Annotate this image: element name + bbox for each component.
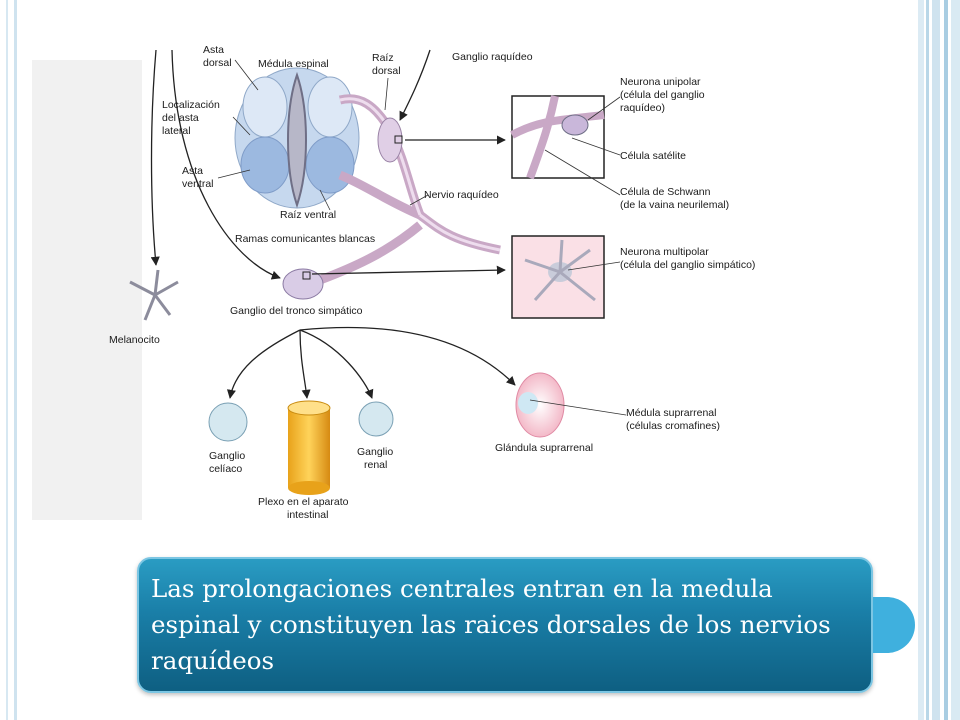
adrenal-gland bbox=[515, 372, 565, 438]
celiac-ganglion bbox=[208, 402, 248, 442]
multipolar-neuron-inset bbox=[511, 235, 605, 319]
label-localizacion-2: del asta bbox=[162, 112, 199, 124]
leader-lines bbox=[217, 59, 627, 416]
spinal-cord bbox=[234, 67, 360, 209]
melanocyte-cell bbox=[129, 269, 179, 321]
unipolar-neuron-inset bbox=[510, 95, 605, 180]
label-asta-ventral-2: ventral bbox=[182, 178, 214, 190]
label-asta-dorsal-2: dorsal bbox=[203, 57, 232, 69]
label-celula-schwann-1: Célula de Schwann bbox=[620, 186, 711, 198]
accent-tab bbox=[873, 597, 915, 653]
label-ganglio-renal-1: Ganglio bbox=[357, 446, 393, 458]
caption-box: Las prolongaciones centrales entran en l… bbox=[137, 557, 873, 693]
label-ramas-comunicantes: Ramas comunicantes blancas bbox=[235, 233, 375, 245]
label-plexo-1: Plexo en el aparato bbox=[258, 496, 349, 508]
intestinal-plexus bbox=[287, 400, 331, 495]
label-ganglio-raquideo: Ganglio raquídeo bbox=[452, 51, 533, 63]
left-frame-border bbox=[0, 0, 17, 720]
label-medula-suprarrenal-1: Médula suprarrenal bbox=[626, 407, 716, 419]
pathway-arrows bbox=[150, 49, 516, 399]
label-neurona-unipolar-2: (célula del ganglio bbox=[620, 89, 705, 101]
label-medula-suprarrenal-2: (células cromafines) bbox=[626, 420, 720, 432]
sympathetic-ganglion bbox=[282, 268, 324, 300]
renal-ganglion bbox=[358, 401, 394, 437]
nervous-system-diagram: Asta dorsal Médula espinal Raíz dorsal G… bbox=[32, 44, 755, 521]
label-asta-dorsal-1: Asta bbox=[203, 44, 224, 56]
label-celula-schwann-2: (de la vaina neurilemal) bbox=[620, 199, 729, 211]
label-localizacion-3: lateral bbox=[162, 125, 191, 137]
label-glandula-suprarrenal: Glándula suprarrenal bbox=[495, 442, 593, 454]
label-asta-ventral-1: Asta bbox=[182, 165, 203, 177]
label-raiz-ventral: Raíz ventral bbox=[280, 209, 336, 221]
label-neurona-unipolar-3: raquídeo) bbox=[620, 102, 665, 114]
label-raiz-dorsal-2: dorsal bbox=[372, 65, 401, 77]
label-localizacion-1: Localización bbox=[162, 99, 220, 111]
dorsal-root-ganglion bbox=[377, 117, 403, 163]
caption-text: Las prolongaciones centrales entran en l… bbox=[151, 574, 831, 675]
label-neurona-multipolar-1: Neurona multipolar bbox=[620, 246, 709, 258]
label-plexo-2: intestinal bbox=[287, 509, 328, 521]
label-ganglio-celiaco-1: Ganglio bbox=[209, 450, 245, 462]
label-ganglio-celiaco-2: celíaco bbox=[209, 463, 242, 475]
label-celula-satelite: Célula satélite bbox=[620, 150, 686, 162]
label-ganglio-renal-2: renal bbox=[364, 459, 387, 471]
label-ganglio-tronco: Ganglio del tronco simpático bbox=[230, 305, 363, 317]
label-medula-espinal: Médula espinal bbox=[258, 58, 329, 70]
page-shadow bbox=[32, 60, 142, 520]
label-neurona-unipolar-1: Neurona unipolar bbox=[620, 76, 701, 88]
right-frame-border bbox=[918, 0, 960, 720]
label-melanocito: Melanocito bbox=[109, 334, 160, 346]
label-raiz-dorsal-1: Raíz bbox=[372, 52, 394, 64]
label-nervio-raquideo: Nervio raquídeo bbox=[424, 189, 499, 201]
label-neurona-multipolar-2: (célula del ganglio simpático) bbox=[620, 259, 755, 271]
